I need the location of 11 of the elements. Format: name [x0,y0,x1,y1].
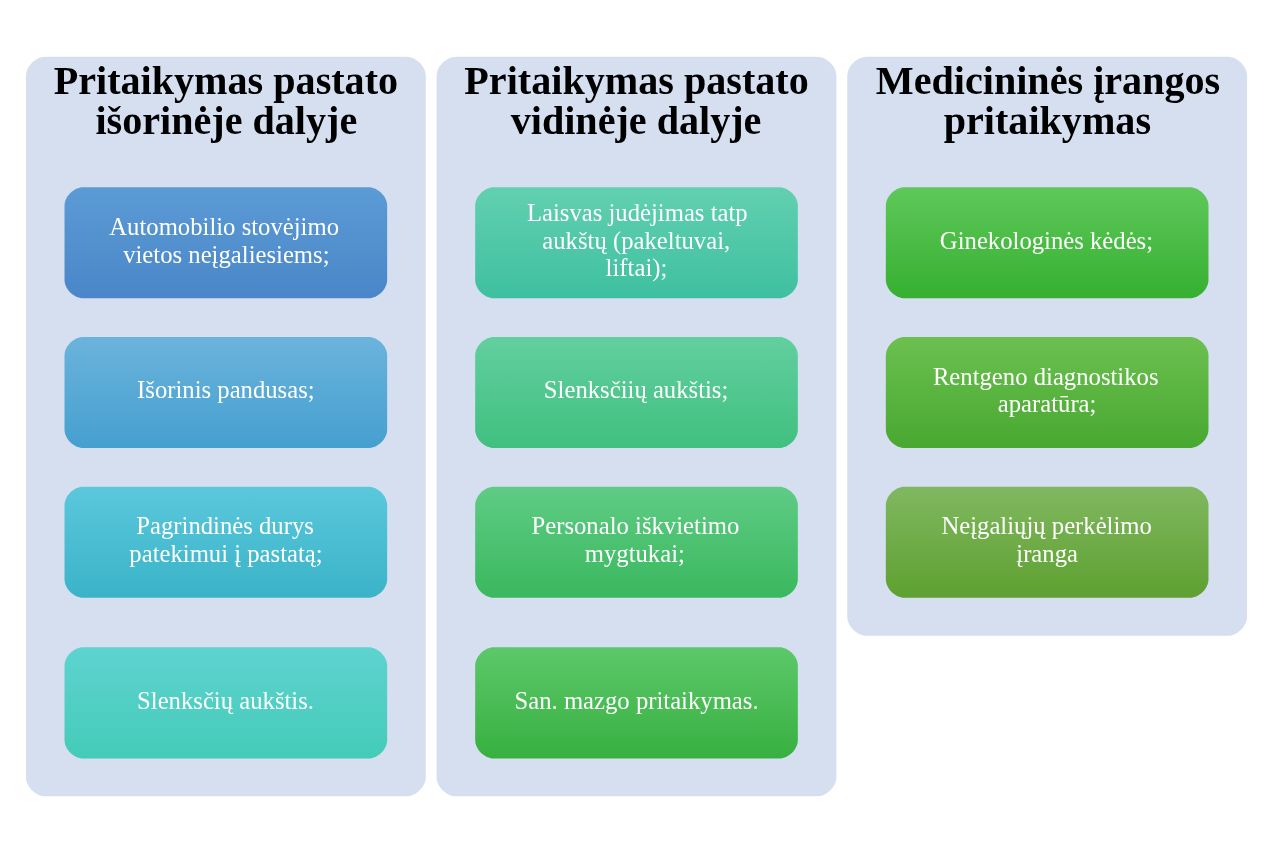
node-box: Išorinis pandusas; [64,336,388,448]
node-box: Ginekologinės kėdės; [885,186,1209,298]
node-box: Rentgeno diagnostikos aparatūra; [885,336,1209,448]
node-box: Pagrindinės durys patekimui į pastatą; [64,486,388,598]
node-box: Laisvas judėjimas tatp aukštų (pakeltuvai, liftai); [475,186,798,298]
node-box: Automobilio stovėjimo vietos neįgaliesiems; [64,186,388,298]
node-box: Slenksčiių aukštis; [475,336,798,448]
node-box: Personalo iškvietimo mygtukai; [475,486,798,598]
node-box: Slenksčių aukštis. [64,646,388,758]
node-box: San. mazgo pritaikymas. [475,646,798,758]
node-box: Neįgaliųjų perkėlimo įranga [885,486,1209,598]
